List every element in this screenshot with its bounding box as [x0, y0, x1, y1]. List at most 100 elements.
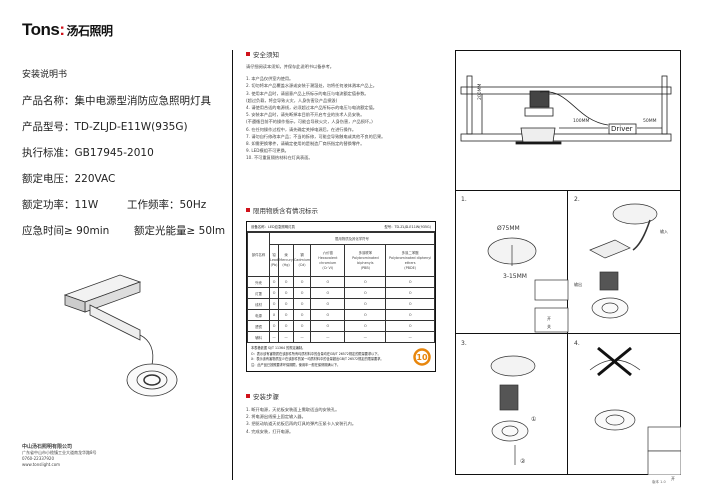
safety-item: (不遵循目前不的操作指示，可能会导致火灾，人身伤害，产品损坏。) [246, 119, 373, 125]
safety-item: 8. 如需更换零件，请确定使用的是制造厂商所指定的替换零件。 [246, 141, 365, 147]
brand-logo: Tons:汤石照明 [22, 20, 113, 40]
hazard-cell: O [268, 287, 280, 299]
safety-item: 10. 不可重复隔热材料在灯具表面。 [246, 155, 313, 161]
step-4-label: 4. [574, 340, 580, 347]
company-phone: 0760-22337920 [22, 456, 54, 461]
substance-header-line: 铅 [272, 253, 276, 257]
safety-heading: 安全须知 [246, 49, 385, 59]
substance-header-line: (Cr VI) [322, 265, 334, 270]
product-info: 安装说明书 产品名称：集中电源型消防应急照明灯具 产品型号：TD-ZLJD-E1… [22, 68, 225, 244]
hazard-cell: O [385, 276, 435, 288]
substance-header-line: Polybrominated biphenyls [352, 255, 379, 265]
safety-item: 9. LED模组不可更换。 [246, 148, 289, 154]
hazard-cell: O [344, 298, 387, 310]
hazard-cell: O [385, 298, 435, 310]
hazard-cell: — [344, 331, 387, 343]
substance-header-line: Mercury [279, 258, 293, 262]
substance-header-line: 六价铬 [322, 250, 333, 255]
distance-label-1: 100MM [573, 119, 590, 124]
hazard-cell: O [268, 276, 280, 288]
install-step: 4. 完成安装，打开电源。 [246, 428, 294, 434]
part-name: 透镜 [247, 320, 270, 332]
ceiling-thickness-label: 3-15MM [503, 273, 527, 280]
hazard-cell: — [292, 331, 312, 343]
hazard-cell: O [344, 287, 387, 299]
safety-item: 7. 请勿自行修改本产品；不当的拆修，可能会导致触电或其他不良的后果。 [246, 133, 386, 139]
hazard-cell: O [292, 276, 312, 288]
distance-label-2: 50MM [643, 119, 657, 124]
safety-item: 6. 在任何操作过程中，请先确定关掉电源后，在进行操作。 [246, 126, 357, 132]
safety-item: 5. 安装本产品时，请先断掉本目前不开启专业的技术人员安装。 [246, 112, 365, 118]
hazard-cell: O [278, 320, 294, 332]
safety-item: 3. 使用本产品时，请留意产品上所标示的电压与电流额定值参数。 [246, 90, 369, 96]
part-name: 电源 [247, 309, 270, 321]
safety-section: 安全须知 请仔细阅读本须知，并保存此说明书以备参考。 1. 本产品仅供室内使用。… [246, 49, 385, 162]
hazard-note: O：表示该有害物质在该部件所有均质材料中的含量均在GB/T 26572规定的限量… [251, 351, 381, 356]
hazard-cell: O [268, 320, 280, 332]
substance-header-line: (Cd) [298, 263, 306, 267]
company-web: www.tonslight.com [22, 462, 61, 467]
hazard-cell: — [310, 331, 346, 343]
hazard-cell: O [292, 298, 312, 310]
hazard-cell: O [344, 320, 387, 332]
substance-header-line: Lead [270, 258, 279, 262]
divider [455, 333, 681, 334]
part-name: 外壳 [247, 276, 270, 288]
product-standard: 执行标准：GB17945-2010 [22, 147, 154, 159]
hazard-model-label: 型号：TD-ZLJD-E11W(935G) [384, 225, 431, 229]
installation-clearance-diagram [460, 75, 672, 145]
logo-cn: 汤石照明 [66, 24, 114, 38]
part-name: 辅料 [247, 331, 270, 343]
product-emergency-time: 应急时间≥ 90min [22, 225, 110, 237]
divider [455, 190, 681, 191]
step-marker-1: ① [531, 416, 537, 423]
substance-header-line: (Pb) [270, 263, 278, 267]
step-marker-2: ② [520, 458, 526, 465]
diagram-panel [455, 50, 681, 475]
hazard-table-row: 辅料—————— [247, 331, 435, 343]
hazard-cell: O [310, 287, 346, 299]
substance-header-line: 汞 [284, 253, 288, 257]
safety-item: 4. 请使用合适的电源线，必须超过本产品所标示的电压与电流额定值。 [246, 105, 377, 111]
substance-header-line: 多溴联苯 [358, 250, 373, 255]
column-divider [232, 50, 233, 480]
hazard-cell: X [268, 309, 280, 321]
hazard-cell: O [344, 309, 387, 321]
hazard-note: X：表示该有害物质至少在该部件的某一均质材料中的含量超出GB/T 26572规定… [251, 357, 384, 361]
install-section: 安装步骤 1. 断开电源，天花板安装面上需取适当的安装孔。2. 将电源出线接上固… [246, 391, 356, 435]
switch-on-label-2: 开 [671, 476, 675, 481]
group-header: 限用物质及其化学符号 [269, 232, 435, 245]
hazard-cell: O [292, 320, 312, 332]
epup-10-icon: 10 [413, 348, 431, 366]
hazard-note: 本表格依据 SJ/T 11364 的规定编制。 [251, 346, 306, 350]
product-voltage: 额定电压：220VAC [22, 173, 116, 185]
switch-off-label: 关 [547, 324, 551, 329]
safety-item: 1. 本产品仅供室内使用。 [246, 76, 294, 82]
safety-heading-text: 安全须知 [253, 51, 279, 59]
substance-header-line: Polybrominated diphenyl ethers [389, 255, 432, 265]
hazard-cell: O [385, 287, 435, 299]
step-2-label: 2. [574, 196, 580, 203]
bullet-square-icon [246, 208, 250, 212]
company-name: 中山汤石照明有限公司 [22, 444, 73, 450]
bullet-square-icon [246, 394, 250, 398]
hazard-heading: 限用物质含有情况标示 [246, 205, 436, 215]
safety-intro: 请仔细阅读本须知，并保存此说明书以备参考。 [246, 64, 334, 69]
hazard-cell: O [268, 298, 280, 310]
substance-header-line: Cadmium [293, 258, 311, 262]
substance-header-line: 多溴二苯醚 [401, 250, 419, 255]
product-frequency: 工作频率：50Hz [127, 199, 207, 211]
logo-text: Tons [22, 20, 60, 39]
hazard-cell: O [344, 276, 387, 288]
part-name: 灯罩 [247, 287, 270, 299]
product-power: 额定功率：11W [22, 199, 99, 211]
hazard-cell: O [278, 309, 294, 321]
product-model: 产品型号：TD-ZLJD-E11W(935G) [22, 121, 188, 133]
install-steps-illustration [487, 203, 681, 475]
doc-title: 安装说明书 [22, 70, 68, 80]
hazard-heading-text: 限用物质含有情况标示 [253, 207, 318, 215]
divider [567, 190, 568, 475]
company-footer: 中山汤石照明有限公司 广东省中山市小榄镇工业大道南龙华路8号 0760-2233… [22, 444, 97, 468]
